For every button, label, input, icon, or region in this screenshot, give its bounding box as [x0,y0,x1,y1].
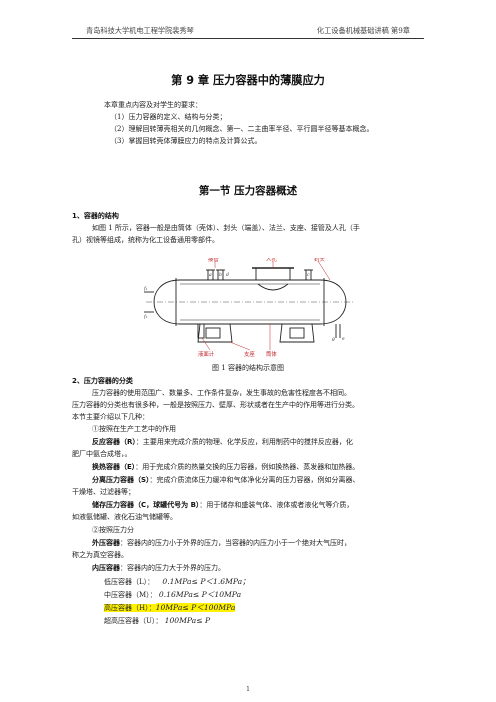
external-pressure-term: 外压容器 [92,539,120,547]
intro-lead: 本章重点内容及对学生的要求： [104,101,202,109]
figure-caption: 图 1 容器的结构示意图 [212,364,284,372]
reaction-vessel-def-cont: 肥厂中氨合成塔，。 [72,450,132,458]
heat-exchange-def: ：用于完成介质的热量交换的压力容器，例如换热器、蒸发器和加热器。 [135,463,360,471]
pressure-class-range: 10MPa≤ P＜100MPa [155,603,236,612]
nozzle-mark-d: d [226,272,229,278]
pressure-class-row: 低压容器（L）： 0.1MPa≤ P＜1.6MPa； [104,577,250,587]
pressure-class-range: 0.16MPa≤ P＜10MPa [158,590,242,599]
separation-vessel-def-cont: 干燥塔、过滤器等； [72,488,135,496]
pressure-class-label: 超高压容器（U）： [104,617,163,625]
nozzle-mark-c: c [307,273,310,278]
internal-pressure-term: 内压容器 [92,564,120,572]
storage-vessel-def-cont: 如液氨储罐、液化石油气储罐等。 [72,513,177,521]
nozzle-mark-g: g [332,337,335,342]
intro-item: （1）压力容器的定义、结构与分类； [110,113,227,121]
heat-exchange-term: 换热容器（E） [92,463,136,471]
nozzle-mark-f2: f₂ [143,314,148,320]
by-role-heading: ①按照在生产工艺中的作用 [92,425,176,433]
chapter-title: 第 9 章 压力容器中的薄膜应力 [171,74,325,87]
header-right: 化工设备机械基础讲稿 第9章 [316,26,410,35]
intro-item: （3）掌握回转壳体薄膜应力的特点及计算公式。 [110,137,262,145]
storage-vessel-def: ：用于储存和盛装气体、液体或者液化气等介质， [199,501,354,509]
intro-item: （2）理解回转薄壳相关的几何概念、第一、二主曲率半径、平行圆半径等基本概念。 [110,125,374,133]
label-nozzle: 接管 [208,258,219,263]
pressure-class-label: 高压容器（H）： [104,604,156,612]
s1-paragraph-line: 孔）视镜等组成，统称为化工设备通用零部件。 [72,236,219,244]
header-left: 青岛科技大学机电工程学院裴秀琴 [86,26,194,35]
nozzle-mark-b: b [219,272,222,278]
internal-pressure-def: ：容器内的压力大于外界的压力。 [120,564,225,572]
nozzle-mark-f1: f₁ [143,286,148,292]
page-number: 1 [246,686,250,693]
label-shell: 筒体 [266,350,277,358]
page-header: 青岛科技大学机电工程学院裴秀琴 化工设备机械基础讲稿 第9章 [72,24,424,39]
pressure-class-row: 超高压容器（U）： 100MPa≤ P [104,616,210,626]
external-pressure-def: ：容器内的压力小于外界的压力，当容器的内压力小于一个绝对大气压时， [120,539,351,547]
s1-paragraph-line: 如图 1 所示，容器一般是由筒体（壳体）、封头（端盖）、法兰、支座、接管及人孔（… [92,224,360,232]
separation-vessel-def: ：完成介质流体压力缓冲和气体净化分离的压力容器，例如分离器、 [149,476,360,484]
s2-paragraph-line: 压力容器的使用范围广、数量多、工作条件复杂，发生事故的危害性程度各不相同。 [92,389,351,397]
storage-vessel-term: 储存压力容器（C，球罐代号为 B） [92,501,200,509]
vessel-structure-diagram: 接管 人孔 封头 液面计 支座 筒体 a b c f₁ f₂ d e g [143,258,354,358]
nozzle-mark-e: e [342,337,345,342]
reaction-vessel-term: 反应容器（R） [92,438,136,446]
pressure-class-range: 100MPa≤ P [164,616,211,625]
label-level-gauge: 液面计 [198,350,215,358]
nozzle-mark-a: a [209,273,212,278]
pressure-class-label: 中压容器（M）： [104,591,157,599]
external-pressure-def-cont: 称之为真空容器。 [72,551,128,559]
reaction-vessel-def: ：主要用来完成介质的物理、化学反应，利用制药中的搅拌反应器，化 [135,438,353,446]
label-support: 支座 [244,350,255,358]
pressure-class-range: 0.1MPa≤ P＜1.6MPa； [162,577,250,586]
pressure-class-row: 中压容器（M）： 0.16MPa≤ P＜10MPa [104,590,241,600]
by-pressure-heading: ②按照压力分 [92,526,134,534]
s1-heading: 1、容器的结构 [72,212,119,220]
section-title: 第一节 压力容器概述 [198,185,298,197]
s2-paragraph-line: 压力容器的分类也有很多种，一般是按照压力、壁厚、形状或者在生产中的作用等进行分类… [72,401,359,409]
s2-heading: 2、压力容器的分类 [72,377,133,385]
separation-vessel-term: 分离压力容器（S） [92,476,150,484]
pressure-class-label: 低压容器（L）： [104,578,155,586]
label-head: 封头 [314,258,325,263]
pressure-class-row: 高压容器（H）：10MPa≤ P＜100MPa [104,603,236,613]
label-manhole: 人孔 [266,258,277,263]
s2-paragraph-line: 本节主要介绍以下几种： [72,413,149,421]
